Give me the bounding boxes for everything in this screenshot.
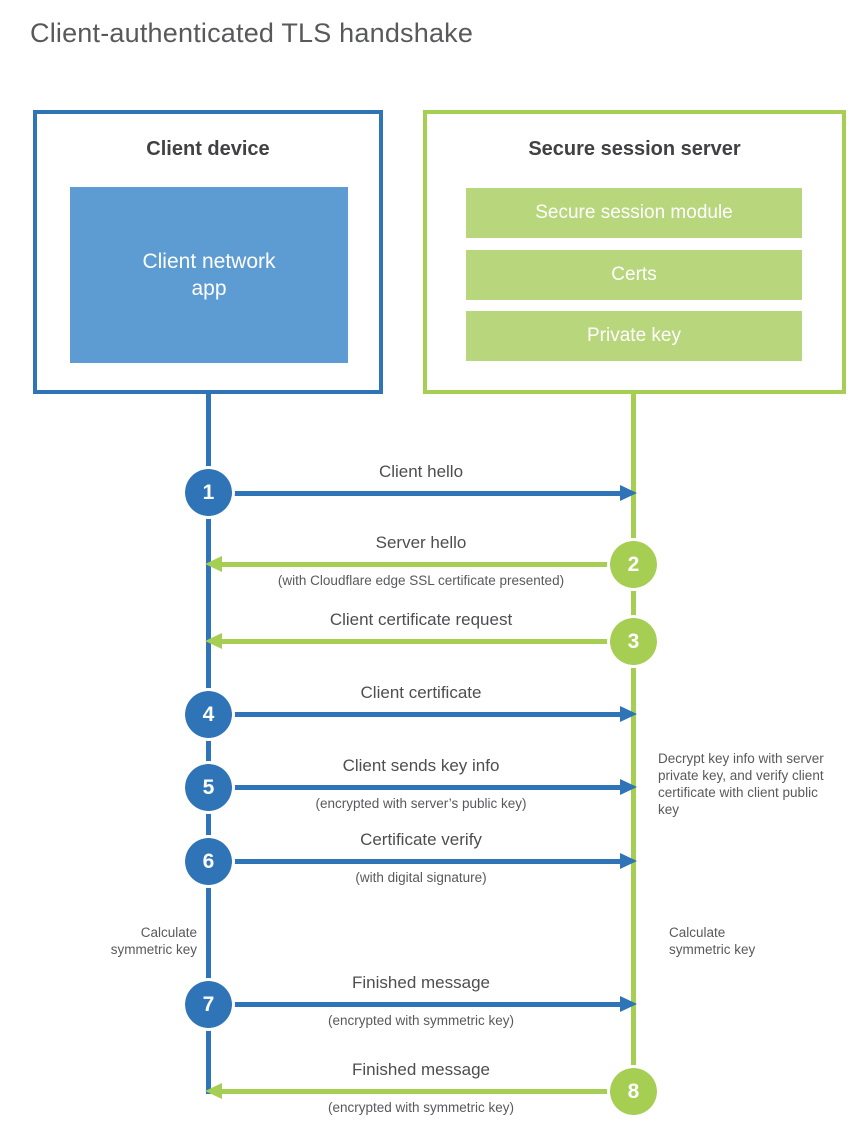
message-4-label: Client certificate bbox=[360, 683, 482, 702]
message-5-label: Client sends key info bbox=[342, 756, 500, 775]
client-network-app-box: Client network app bbox=[70, 187, 348, 363]
arrow-left-icon bbox=[205, 1083, 222, 1099]
decrypt-note: Decrypt key info with server private key… bbox=[658, 751, 824, 817]
step-number: 4 bbox=[202, 702, 215, 726]
message-2-arrow bbox=[221, 562, 633, 567]
message-1-arrow bbox=[209, 491, 621, 496]
step-number: 2 bbox=[627, 552, 640, 576]
secure-session-server-box: Secure session server Secure session mod… bbox=[423, 110, 846, 394]
arrow-right-icon bbox=[620, 485, 637, 501]
client-lifeline bbox=[206, 394, 211, 1094]
message-8-arrow bbox=[221, 1089, 633, 1094]
message-2-subnote: (with Cloudflare edge SSL certificate pr… bbox=[277, 573, 565, 588]
server-title: Secure session server bbox=[528, 138, 741, 160]
step-number: 5 bbox=[202, 775, 215, 799]
message-5-arrow bbox=[209, 785, 621, 790]
message-5-subnote: (encrypted with server’s public key) bbox=[315, 796, 527, 811]
step-number: 6 bbox=[202, 849, 215, 873]
message-2-label: Server hello bbox=[375, 533, 467, 552]
message-6-step-badge: 6 bbox=[182, 835, 235, 888]
arrow-left-icon bbox=[205, 633, 222, 649]
message-7-arrow bbox=[209, 1002, 621, 1007]
message-1-label: Client hello bbox=[378, 462, 464, 481]
message-7-subnote: (encrypted with symmetric key) bbox=[327, 1013, 515, 1028]
certs-label: Certs bbox=[611, 264, 657, 285]
step-number: 3 bbox=[627, 629, 640, 653]
arrow-right-icon bbox=[620, 853, 637, 869]
arrow-left-icon bbox=[205, 556, 222, 572]
server-lifeline bbox=[631, 394, 636, 1091]
private-key-bar: Private key bbox=[466, 311, 802, 361]
message-4-step-badge: 4 bbox=[182, 688, 235, 741]
step-number: 8 bbox=[627, 1079, 640, 1103]
step-number: 7 bbox=[202, 992, 215, 1016]
message-6-label: Certificate verify bbox=[360, 830, 482, 849]
arrow-right-icon bbox=[620, 706, 637, 722]
certs-bar: Certs bbox=[466, 250, 802, 300]
message-3-step-badge: 3 bbox=[607, 615, 660, 668]
message-7-step-badge: 7 bbox=[182, 978, 235, 1031]
message-8-subnote: (encrypted with symmetric key) bbox=[327, 1100, 515, 1115]
calculate-symmetric-key-note-server: Calculate symmetric key bbox=[669, 925, 756, 957]
client-device-box: Client device Client network app bbox=[33, 110, 383, 394]
step-number: 1 bbox=[202, 480, 215, 504]
secure-session-module-bar: Secure session module bbox=[466, 188, 802, 238]
arrow-right-icon bbox=[620, 779, 637, 795]
message-2-step-badge: 2 bbox=[607, 538, 660, 591]
message-1-step-badge: 1 bbox=[182, 466, 235, 519]
arrow-right-icon bbox=[620, 996, 637, 1012]
diagram-title: Client-authenticated TLS handshake bbox=[30, 18, 474, 48]
calculate-symmetric-key-note-client: Calculate symmetric key bbox=[110, 925, 197, 957]
private-key-label: Private key bbox=[587, 325, 681, 346]
secure-session-module-label: Secure session module bbox=[535, 202, 733, 223]
message-8-step-badge: 8 bbox=[607, 1065, 660, 1118]
message-7-label: Finished message bbox=[352, 973, 490, 992]
client-network-app-label: Client network app bbox=[142, 249, 276, 300]
message-3-label: Client certificate request bbox=[329, 610, 513, 629]
message-3-arrow bbox=[221, 639, 633, 644]
message-8-label: Finished message bbox=[352, 1060, 490, 1079]
message-6-arrow bbox=[209, 859, 621, 864]
client-device-title: Client device bbox=[146, 138, 270, 160]
message-5-step-badge: 5 bbox=[182, 761, 235, 814]
message-6-subnote: (with digital signature) bbox=[355, 870, 487, 885]
message-4-arrow bbox=[209, 712, 621, 717]
